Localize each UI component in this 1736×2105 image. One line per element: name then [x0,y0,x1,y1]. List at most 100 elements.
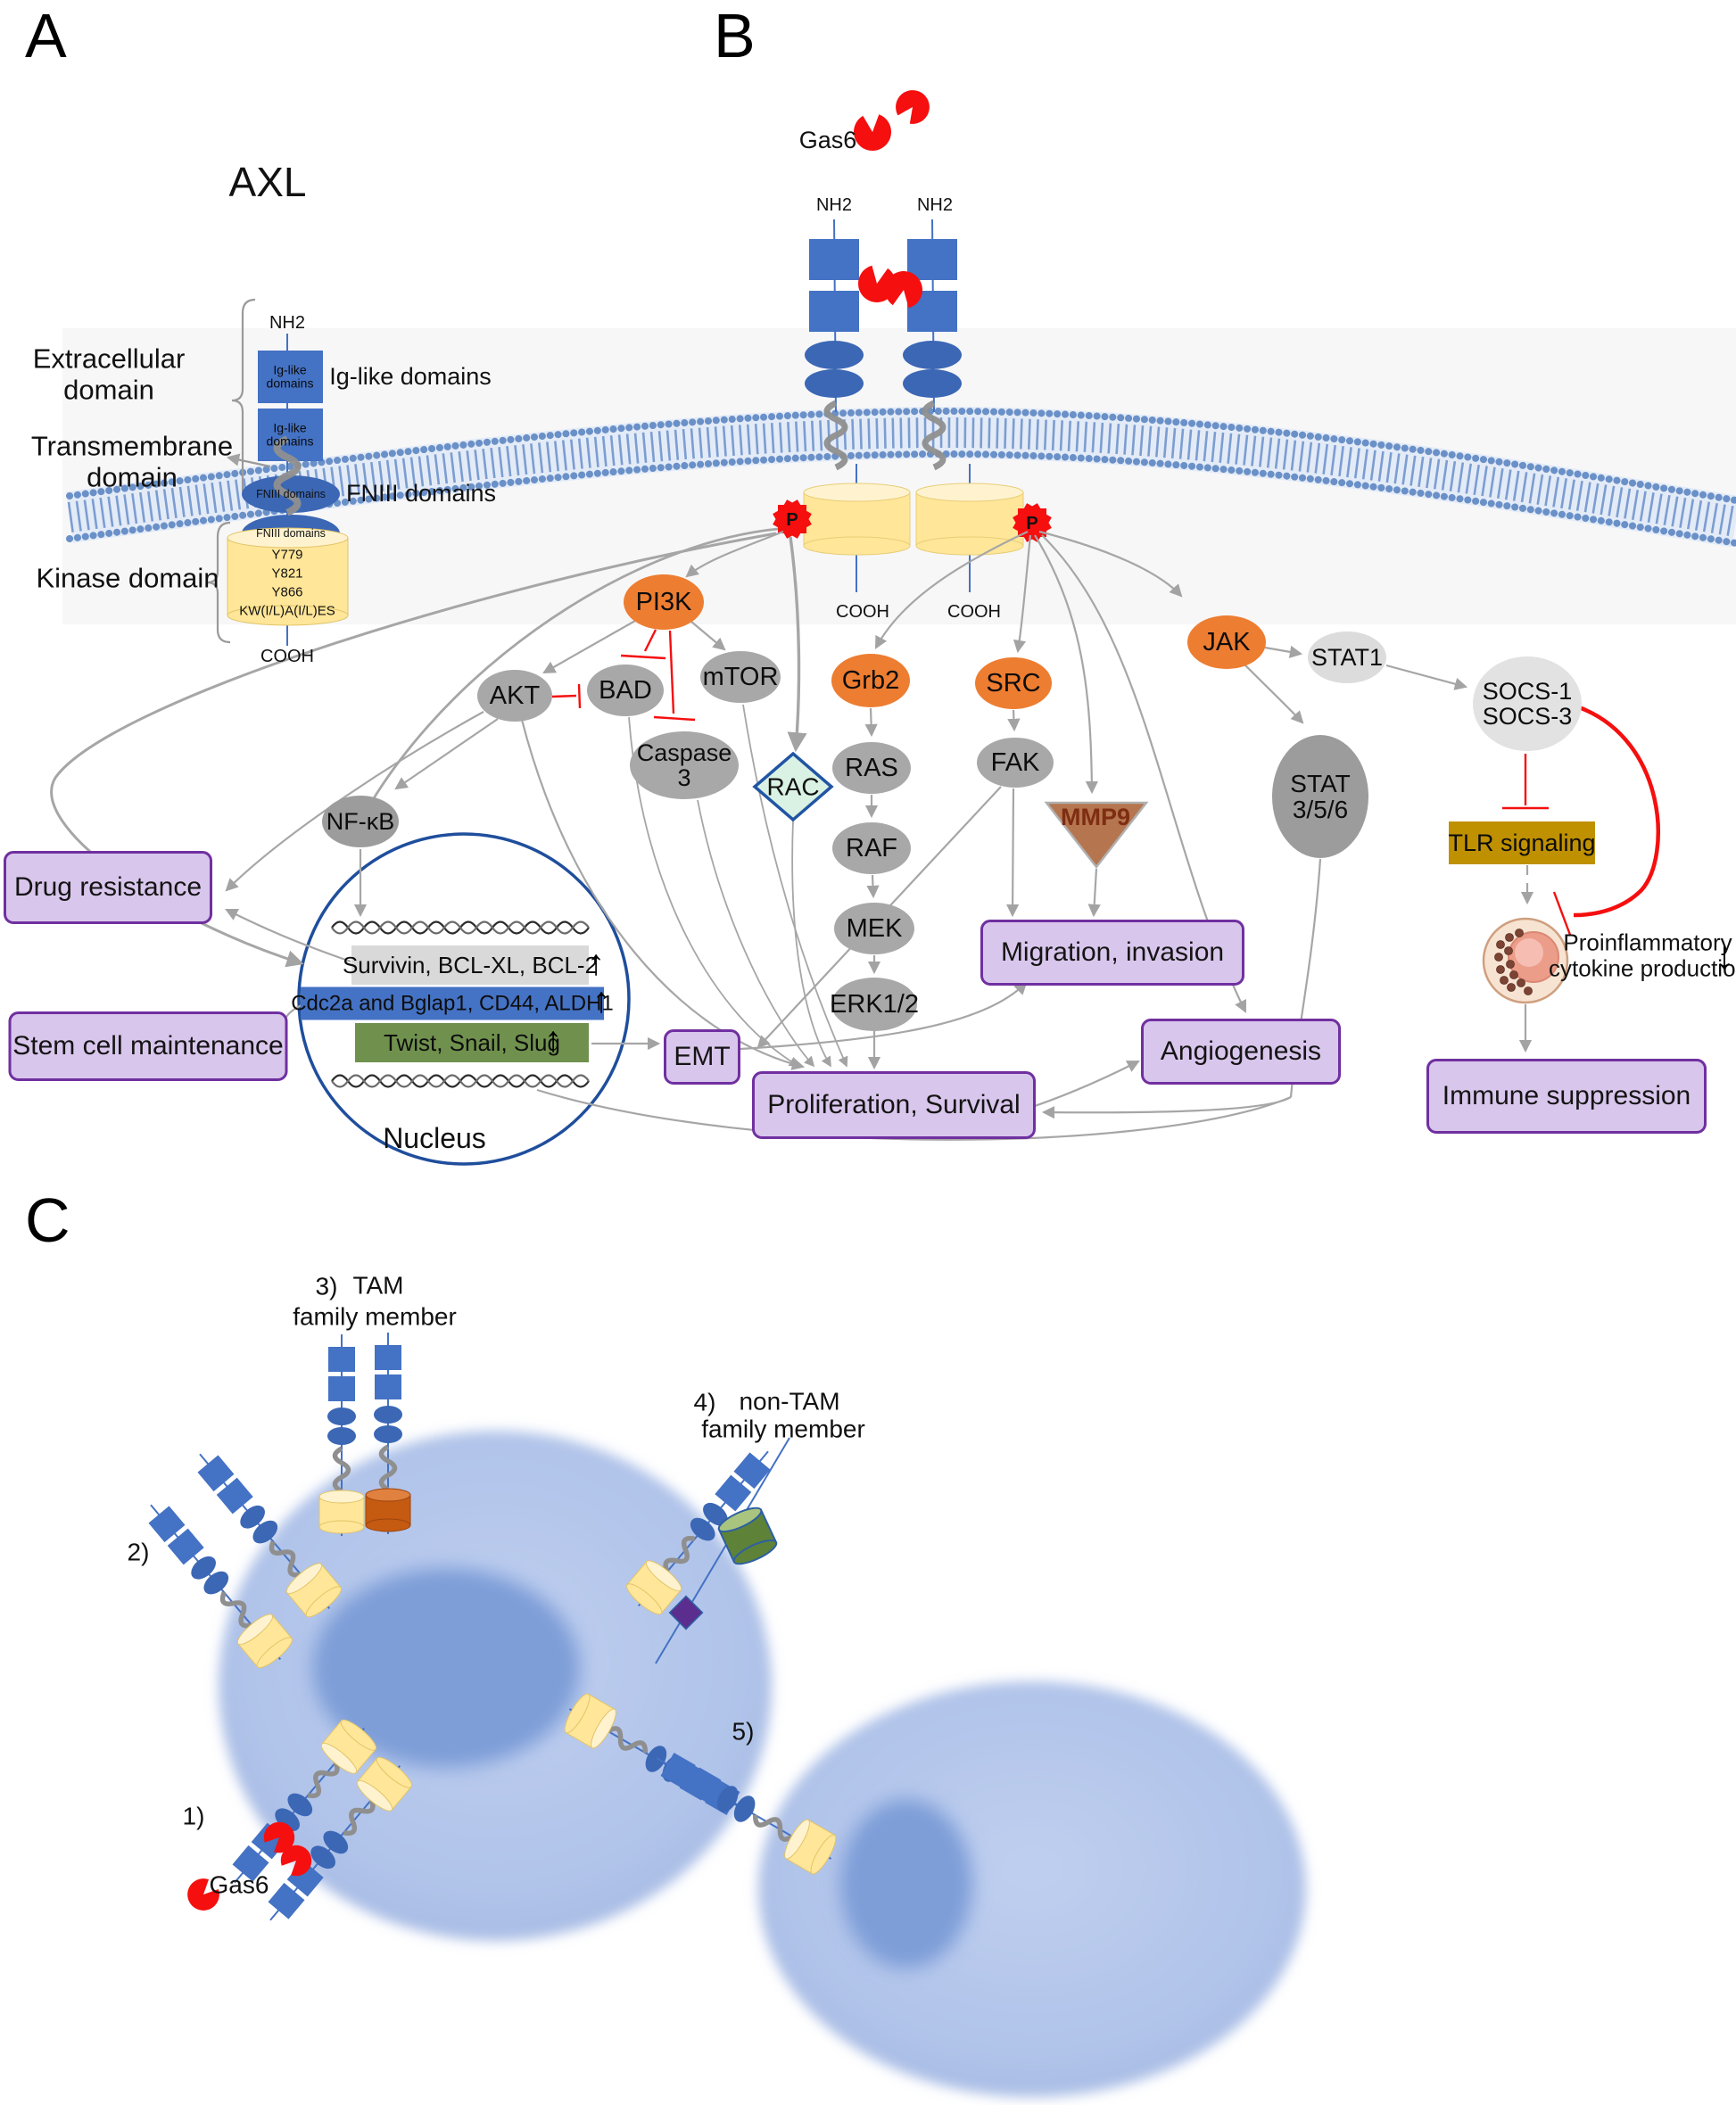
node-akt: AKT [477,670,552,722]
panel-label-a: A [25,1,67,70]
gas6-ligand-icon [852,113,893,153]
proinflammatory-label-line2: cytokine production [1548,954,1736,982]
cooh-label: COOH [836,601,889,622]
extracellular-domain-label: Extracellular domain [32,343,186,405]
cell-2 [758,1681,1306,2097]
nontam-family-line1: non-TAM [739,1387,840,1416]
ig-domains-label: Ig-like domains [329,362,492,390]
tlr-signaling-box: TLR signaling [1448,821,1596,864]
outcome-migration-invasion: Migration, invasion [980,920,1244,986]
node-raf: RAF [832,822,911,874]
node-erk12: ERK1/2 [830,978,919,1031]
kinase-domain-cylinder [803,483,911,556]
node-stat1: STAT1 [1308,632,1386,683]
node-mek: MEK [834,903,914,954]
kinase-brace [206,521,231,644]
fniii-domain-ellipse [903,341,962,369]
cell-1-nucleus [312,1568,580,1768]
ig-domain-box [258,351,323,403]
tam-family-line1: TAM [352,1271,404,1300]
transmembrane-pointer-arrow [226,453,271,468]
phospho-p-label: P [786,509,798,530]
phospho-site: Y866 [271,584,303,600]
gas6-ligand-icon [889,83,937,129]
node-grb2: Grb2 [831,654,910,707]
axl-receptor-structure [206,298,349,646]
gas6-label-c: Gas6 [209,1870,269,1899]
node-ras: RAS [832,742,911,794]
panel-label-b: B [714,1,756,70]
kinase-domain-cylinder [227,527,349,626]
fniii-domain-text: FNIII domains [256,527,326,540]
node-pi3k: PI3K [624,574,704,630]
c-item-5: 5) [732,1717,755,1746]
node-mmp9: MMP9 [1060,803,1131,830]
outcome-stem-cell-maintenance: Stem cell maintenance [8,1011,288,1081]
mmp9-triangle [1044,801,1149,870]
upregulation-arrow: ↑ [544,1019,562,1060]
tam-family-line2: family member [293,1302,457,1331]
nucleus-label: Nucleus [383,1122,486,1155]
panel-label-c: C [25,1185,70,1255]
phospho-star-icon [773,499,812,539]
signal-arrows [50,527,1534,1141]
macrophage-icon [1482,917,1569,1004]
phospho-site: Y821 [271,565,303,582]
node-nfkb: NF-κB [322,796,399,847]
inhibition-lines [551,629,1661,936]
nh2-label: NH2 [269,312,306,333]
fniii-domain-ellipse [903,369,962,398]
tam-receptor-3b [365,1333,411,1534]
gene-box-emt: Twist, Snail, Slug [355,1023,589,1062]
kinase-motif: KW(I/L)A(I/L)ES [239,603,335,619]
nh2-label: NH2 [916,194,954,215]
cell-1 [219,1431,772,1941]
fniii-domain-ellipse [805,341,864,369]
node-jak: JAK [1187,615,1266,669]
axl-dimer [773,219,1052,592]
phospho-site: Y779 [271,547,303,563]
gas6-label: Gas6 [798,126,857,153]
non-tam-receptor-4 [655,1437,790,1664]
nh2-label: NH2 [815,194,853,215]
outcome-drug-resistance: Drug resistance [4,851,212,924]
ig-domain-text: Ig-like domains [266,420,314,448]
adaptor-diamond [668,1595,704,1630]
phospho-p-label: P [1026,513,1038,533]
c-item-4: 4) [693,1388,716,1416]
upregulation-arrow: ↑ [587,943,605,983]
node-rac: RAC [766,772,820,801]
outcome-emt: EMT [664,1029,740,1085]
outcome-immune-suppression: Immune suppression [1426,1059,1707,1134]
nontam-family-line2: family member [701,1415,865,1443]
ig-domain-box [809,239,859,280]
rac-diamond [752,751,834,822]
plasma-membrane [66,406,1736,548]
tam-receptor-3a [319,1334,364,1536]
axl-title: AXL [228,159,307,206]
cell-2-nucleus [840,1799,972,1969]
cooh-label: COOH [947,601,1001,622]
fniii-domains-label: FNIII domains [345,479,497,507]
ig-domain-box [809,291,859,332]
transmembrane-domain-label: Transmembrane domain [30,430,234,492]
outcome-proliferation-survival: Proliferation, Survival [752,1071,1036,1139]
cooh-label: COOH [260,646,314,666]
ig-domain-text: Ig-like domains [266,362,314,390]
outcome-angiogenesis: Angiogenesis [1141,1019,1341,1085]
kinase-domain-label: Kinase domain [36,562,219,594]
node-mtor: mTOR [700,651,781,703]
node-fak: FAK [977,738,1054,788]
gene-box-stemness: Cdc2a and Bglap1, CD44, ALDH1 [291,986,614,1020]
downregulation-arrow: ↓ [1714,931,1735,978]
ig-domain-box [907,239,957,280]
fniii-domain-ellipse [805,369,864,398]
fniii-domain-text: FNIII domains [256,488,326,500]
node-bad: BAD [587,665,664,716]
proinflammatory-label-line1: Proinflammatory [1563,929,1732,956]
c-item-3: 3) [315,1272,338,1300]
